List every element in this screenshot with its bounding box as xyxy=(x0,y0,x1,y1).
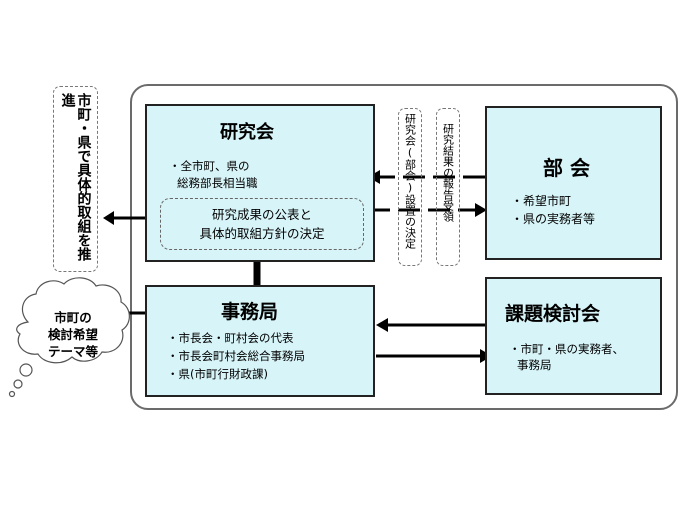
bukai-line-2: ・県の実務者等 xyxy=(511,212,596,226)
kenkyukai-box: 研究会 ・全市町、県の 総務部長相当職 研究成果の公表と 具体的取組方針の決定 xyxy=(145,104,375,262)
bukai-lines: ・希望市町 ・県の実務者等 xyxy=(511,192,595,228)
kadai-lines: ・市町・県の実務者、 事務局 xyxy=(509,341,624,373)
kenkyukai-decision-1: 研究成果の公表と xyxy=(211,207,312,222)
kenkyukai-title: 研究会 xyxy=(220,122,274,143)
kadai-line-1: ・市町・県の実務者、 xyxy=(509,342,624,356)
thought-cloud xyxy=(8,277,130,398)
thought-line-1: 市町の xyxy=(54,310,92,325)
arrow-label-2: 研究結果の報告受領 xyxy=(441,123,455,222)
jimukyoku-title: 事務局 xyxy=(221,301,279,323)
jimukyoku-line-2: ・市長会町村会総合事務局 xyxy=(167,349,305,363)
bukai-line-1: ・希望市町 xyxy=(511,194,572,208)
jimukyoku-box: 事務局 ・市長会・町村会の代表 ・市長会町村会総合事務局 ・県(市町行財政課) xyxy=(145,285,375,397)
kenkyukai-decision-2: 具体的取組方針の決定 xyxy=(199,226,325,241)
thought-line-3: テーマ等 xyxy=(47,344,98,359)
kenkyukai-members-1: ・全市町、県の xyxy=(169,159,250,173)
kenkyukai-decision-box: 研究成果の公表と 具体的取組方針の決定 xyxy=(160,198,364,250)
kadai-line-2: 事務局 xyxy=(517,358,552,372)
thought-line-2: 検討希望 xyxy=(47,327,98,342)
kenkyukai-members: ・全市町、県の 総務部長相当職 xyxy=(169,158,258,192)
jimukyoku-lines: ・市長会・町村会の代表 ・市長会町村会総合事務局 ・県(市町行財政課) xyxy=(167,329,305,383)
kenkyukai-members-2: 総務部長相当職 xyxy=(177,176,258,190)
jimukyoku-line-3: ・県(市町行財政課) xyxy=(167,367,268,381)
left-note-text: 市町・県で具体的取組を推進 xyxy=(59,93,92,261)
arrow-label-2-box: 研究結果の報告受領 xyxy=(436,108,460,266)
bukai-title: 部 会 xyxy=(543,156,590,180)
kadai-title: 課題検討会 xyxy=(505,303,601,325)
left-note-box: 市町・県で具体的取組を推進 xyxy=(53,86,98,272)
kadai-box: 課題検討会 ・市町・県の実務者、 事務局 xyxy=(485,277,662,395)
jimukyoku-line-1: ・市長会・町村会の代表 xyxy=(167,331,294,345)
thought-text: 市町の 検討希望 テーマ等 xyxy=(33,309,113,360)
arrow-label-1-box: 研究会(部会)設置の決定 xyxy=(398,108,422,266)
arrow-label-1: 研究会(部会)設置の決定 xyxy=(403,113,417,249)
bukai-box: 部 会 ・希望市町 ・県の実務者等 xyxy=(485,106,662,260)
